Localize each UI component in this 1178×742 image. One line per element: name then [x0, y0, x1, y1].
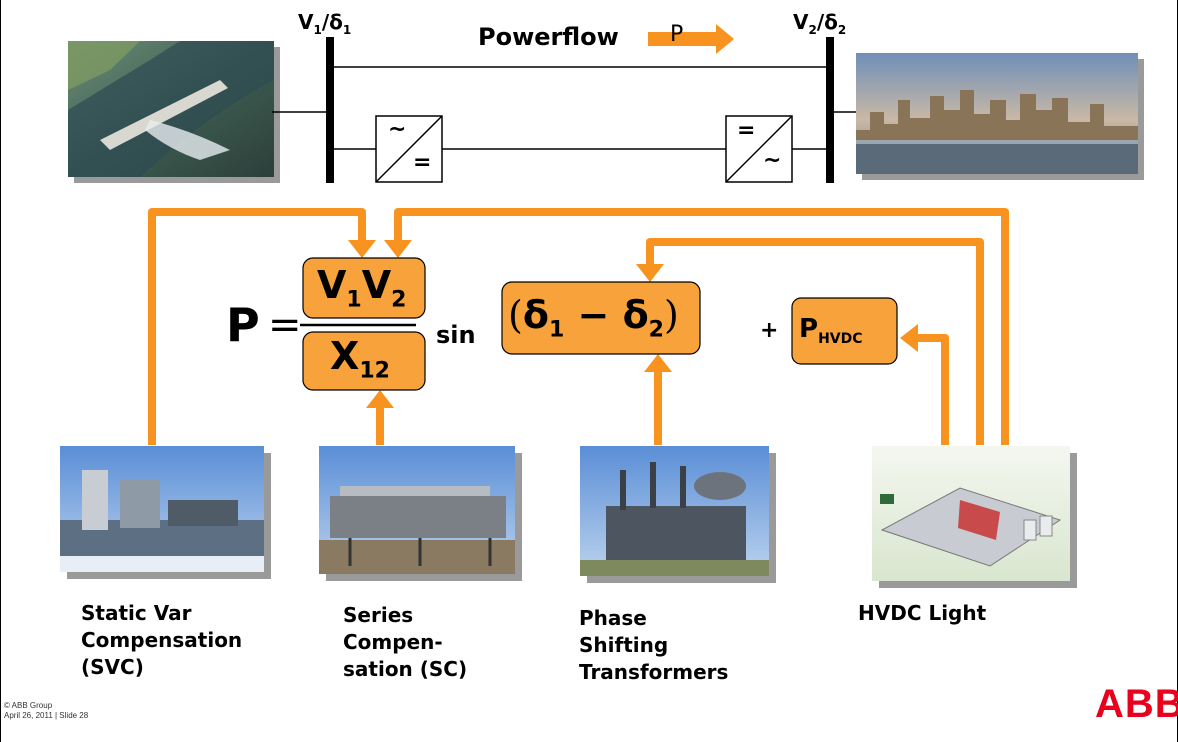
equation-lhs: P — [226, 300, 260, 350]
powerflow-arrow-icon — [648, 24, 734, 54]
bus-bar-left — [326, 37, 334, 183]
denominator-text: X12 — [330, 333, 390, 395]
equation-equals: = — [268, 302, 302, 348]
hydro-dam-photo — [68, 41, 280, 183]
converter-left — [376, 116, 442, 182]
abb-logo: ABB — [1095, 684, 1178, 724]
plus-sign: + — [760, 318, 778, 343]
phase-shifting-transformer-photo — [580, 446, 776, 583]
device-label-series-compensation: Series Compen- sation (SC) — [343, 602, 467, 683]
hvdc-light-photo — [872, 446, 1077, 588]
bus-bar-right — [826, 37, 834, 183]
series-compensation-photo — [319, 446, 522, 581]
city-skyline-photo — [856, 53, 1144, 180]
device-label-hvdc-light: HVDC Light — [858, 600, 986, 627]
svc-photo — [60, 446, 271, 579]
converter-left-top: ~ — [388, 117, 406, 142]
angle-difference-text: (δ1 − δ2) — [508, 292, 679, 354]
device-label-svc: Static Var Compensation (SVC) — [81, 600, 242, 681]
device-label-phase-shifting: Phase Shifting Transformers — [579, 605, 728, 686]
footer-date-slide: April 26, 2011 | Slide 28 — [4, 711, 88, 721]
converter-right-top: = — [737, 118, 755, 143]
powerflow-label: Powerflow — [478, 23, 619, 51]
phvdc-text: PHVDC — [799, 312, 863, 356]
bus-right-label: V2/δ2 — [793, 10, 846, 37]
footer-copyright: © ABB Group — [4, 701, 52, 711]
numerator-text: V1V2 — [317, 262, 406, 324]
converter-right — [726, 116, 792, 182]
hvdc-to-phvdc-arrow — [918, 338, 945, 445]
bus-left-label: V1/δ1 — [298, 10, 351, 37]
converter-left-bottom: = — [413, 150, 431, 175]
converter-right-bottom: ~ — [763, 148, 781, 173]
powerflow-symbol: P — [670, 22, 683, 47]
sin-label: sin — [436, 320, 476, 350]
